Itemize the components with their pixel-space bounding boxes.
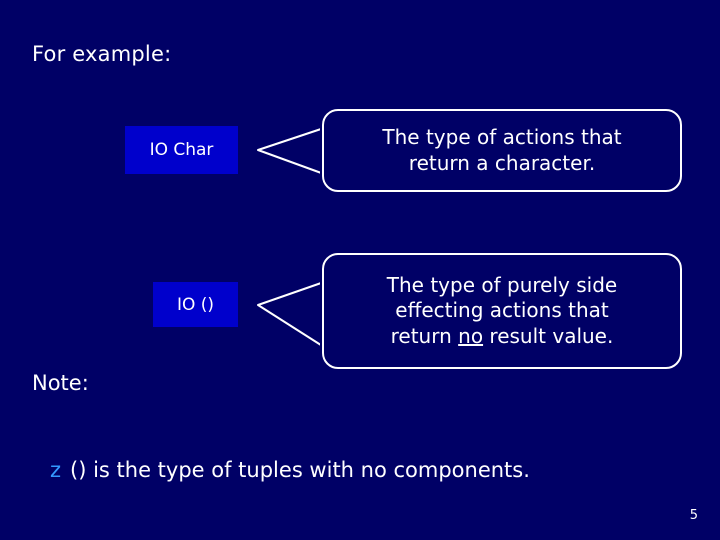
callout-line-2: effecting actions that <box>395 298 609 323</box>
callout-line-3-prefix: return <box>390 323 459 348</box>
term-box-label: IO Char <box>149 140 214 160</box>
page-number: 5 <box>689 508 698 523</box>
term-box-io-char: IO Char <box>125 126 238 174</box>
callout-line-2: return a character. <box>408 150 596 175</box>
bullet-text: () is the type of tuples with no compone… <box>70 458 530 482</box>
callout-io-char: The type of actions that return a charac… <box>322 109 682 192</box>
bullet-item: z () is the type of tuples with no compon… <box>50 458 530 482</box>
callout-io-unit-text: The type of purely side effecting action… <box>336 273 668 350</box>
callout-io-unit: The type of purely side effecting action… <box>322 253 682 369</box>
callout-tail-2 <box>257 281 325 348</box>
term-box-label: IO () <box>176 294 215 315</box>
page-title: For example: <box>32 42 172 66</box>
callout-line-3-emphasis: no <box>458 323 484 348</box>
callout-line-3-suffix: result value. <box>483 323 614 348</box>
bullet-marker-icon: z <box>50 458 62 482</box>
callout-line-1: The type of purely side <box>386 272 618 297</box>
callout-tail-1 <box>257 127 325 175</box>
callout-line-1: The type of actions that <box>382 124 622 149</box>
note-label: Note: <box>32 371 89 395</box>
term-box-io-unit: IO () <box>153 282 238 327</box>
callout-io-char-text: The type of actions that return a charac… <box>336 125 668 176</box>
